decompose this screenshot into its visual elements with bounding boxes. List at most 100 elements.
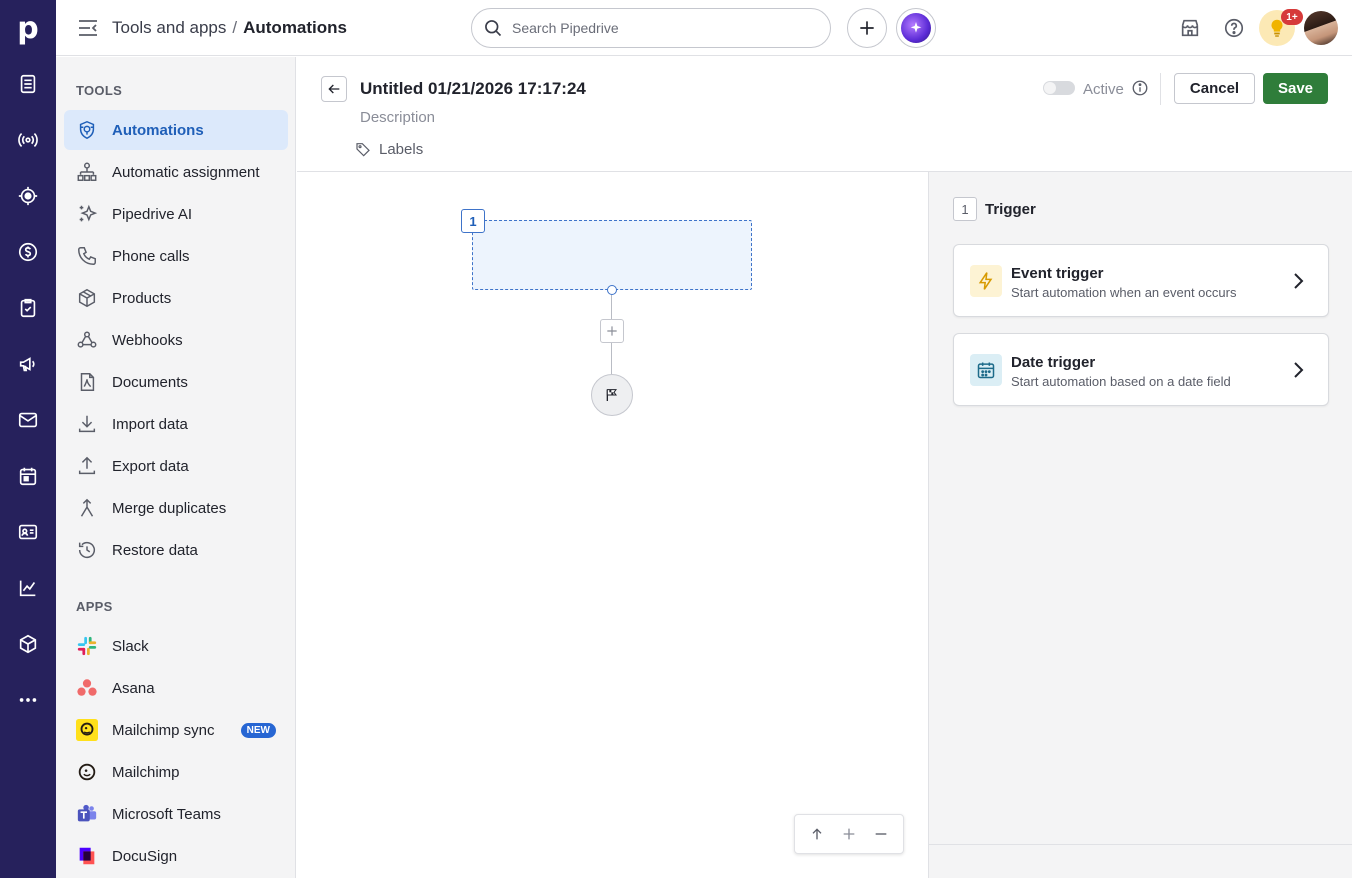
sidebar-item-label: Products [112, 290, 172, 307]
quick-add-button[interactable] [847, 8, 887, 48]
phone-icon [76, 245, 98, 267]
contacts-icon[interactable] [0, 510, 56, 554]
finish-flag-icon [606, 389, 617, 401]
sidebar-item-export-data[interactable]: Export data [64, 446, 288, 486]
leads-icon[interactable] [0, 62, 56, 106]
sidebar-item-slack[interactable]: Slack [64, 626, 288, 666]
calendar-icon [970, 354, 1002, 386]
calendar-icon[interactable] [0, 454, 56, 498]
sidebar-item-mailchimp[interactable]: Mailchimp [64, 752, 288, 792]
automations-icon [76, 119, 98, 141]
automation-editor-header: Untitled 01/21/2026 17:17:24 Description… [297, 57, 1352, 172]
tasks-icon[interactable] [0, 286, 56, 330]
sidebar-item-label: DocuSign [112, 848, 178, 865]
tag-icon [356, 143, 370, 157]
products-icon[interactable] [0, 622, 56, 666]
sidebar-item-label: Merge duplicates [112, 500, 227, 517]
automation-title[interactable]: Untitled 01/21/2026 17:17:24 [360, 79, 586, 98]
target-icon[interactable] [0, 174, 56, 218]
active-toggle[interactable] [1043, 81, 1075, 95]
connector-dot [607, 285, 617, 295]
slack-icon [76, 635, 98, 657]
sidebar-item-label: Asana [112, 680, 155, 697]
more-icon[interactable] [0, 678, 56, 722]
teams-icon [76, 803, 98, 825]
sidebar-item-documents[interactable]: Documents [64, 362, 288, 402]
download-icon [76, 413, 98, 435]
connector-line [611, 343, 612, 374]
document-icon [76, 371, 98, 393]
tips-bulb-button[interactable] [1259, 10, 1295, 46]
add-step-button[interactable] [600, 319, 624, 343]
save-button[interactable]: Save [1263, 73, 1328, 104]
event-trigger-card[interactable]: Event trigger Start automation when an e… [953, 244, 1329, 317]
user-avatar[interactable] [1304, 11, 1338, 45]
canvas-zoom-controls [794, 814, 904, 854]
panel-title: Trigger [985, 201, 1036, 218]
sidebar-item-asana[interactable]: Asana [64, 668, 288, 708]
cancel-button[interactable]: Cancel [1174, 73, 1255, 104]
sidebar-item-products[interactable]: Products [64, 278, 288, 318]
labels-button[interactable]: Labels [355, 139, 423, 159]
breadcrumb-tools-and-apps[interactable]: Tools and apps [112, 18, 227, 37]
sidebar-item-import-data[interactable]: Import data [64, 404, 288, 444]
sidebar-item-automatic-assignment[interactable]: Automatic assignment [64, 152, 288, 192]
signal-icon[interactable] [0, 118, 56, 162]
breadcrumb-separator: / [232, 18, 238, 37]
box-icon [76, 287, 98, 309]
sidebar-item-label: Microsoft Teams [112, 806, 221, 823]
ai-assistant-button[interactable] [896, 8, 936, 48]
sidebar-item-docusign[interactable]: DocuSign [64, 836, 288, 876]
collapse-menu-icon[interactable] [76, 17, 100, 39]
workflow-canvas[interactable]: 1 [297, 172, 928, 878]
fit-to-top-button[interactable] [805, 822, 829, 846]
mail-icon[interactable] [0, 398, 56, 442]
sidebar-item-webhooks[interactable]: Webhooks [64, 320, 288, 360]
insights-icon[interactable] [0, 566, 56, 610]
sidebar-item-label: Restore data [112, 542, 198, 559]
deals-icon[interactable] [0, 230, 56, 274]
webhook-icon [76, 329, 98, 351]
zoom-out-button[interactable] [869, 822, 893, 846]
help-icon[interactable] [1220, 14, 1248, 42]
sidebar-item-label: Mailchimp sync [112, 722, 215, 739]
search-input[interactable] [512, 18, 812, 38]
asana-icon [76, 677, 98, 699]
arrow-left-icon [328, 84, 340, 94]
date-trigger-card[interactable]: Date trigger Start automation based on a… [953, 333, 1329, 406]
lightning-icon [970, 265, 1002, 297]
trigger-placeholder[interactable] [472, 220, 752, 290]
trigger-panel: 1 Trigger Event trigger Start automation… [928, 172, 1352, 878]
docusign-icon [76, 845, 98, 867]
sparkle-icon [76, 203, 98, 225]
sidebar-item-restore-data[interactable]: Restore data [64, 530, 288, 570]
sidebar-item-label: Pipedrive AI [112, 206, 193, 223]
description-field[interactable]: Description [360, 109, 436, 126]
tools-section-title: TOOLS [76, 83, 123, 98]
zoom-in-button[interactable] [837, 822, 861, 846]
mailchimp-icon [76, 719, 98, 741]
arrow-up-icon [812, 828, 822, 840]
sidebar-item-automations[interactable]: Automations [64, 110, 288, 150]
plus-icon [607, 326, 617, 336]
sidebar-item-pipedrive-ai[interactable]: Pipedrive AI [64, 194, 288, 234]
sidebar-item-label: Phone calls [112, 248, 190, 265]
pipedrive-logo[interactable]: p [17, 10, 39, 46]
app-rail: p [0, 0, 56, 878]
sidebar-item-microsoft-teams[interactable]: Microsoft Teams [64, 794, 288, 834]
sidebar-item-phone-calls[interactable]: Phone calls [64, 236, 288, 276]
sidebar-item-label: Webhooks [112, 332, 183, 349]
marketplace-icon[interactable] [1176, 14, 1204, 42]
sidebar-item-label: Import data [112, 416, 188, 433]
lightbulb-icon [1271, 19, 1283, 37]
search-box[interactable] [471, 8, 831, 48]
end-node [591, 374, 633, 416]
back-button[interactable] [321, 76, 347, 102]
restore-icon [76, 539, 98, 561]
sidebar-item-merge-duplicates[interactable]: Merge duplicates [64, 488, 288, 528]
campaigns-icon[interactable] [0, 342, 56, 386]
sidebar-item-label: Automatic assignment [112, 164, 260, 181]
info-icon[interactable] [1131, 79, 1149, 97]
active-label: Active [1083, 81, 1124, 98]
sidebar-item-mailchimp-sync[interactable]: Mailchimp sync NEW [64, 710, 288, 750]
